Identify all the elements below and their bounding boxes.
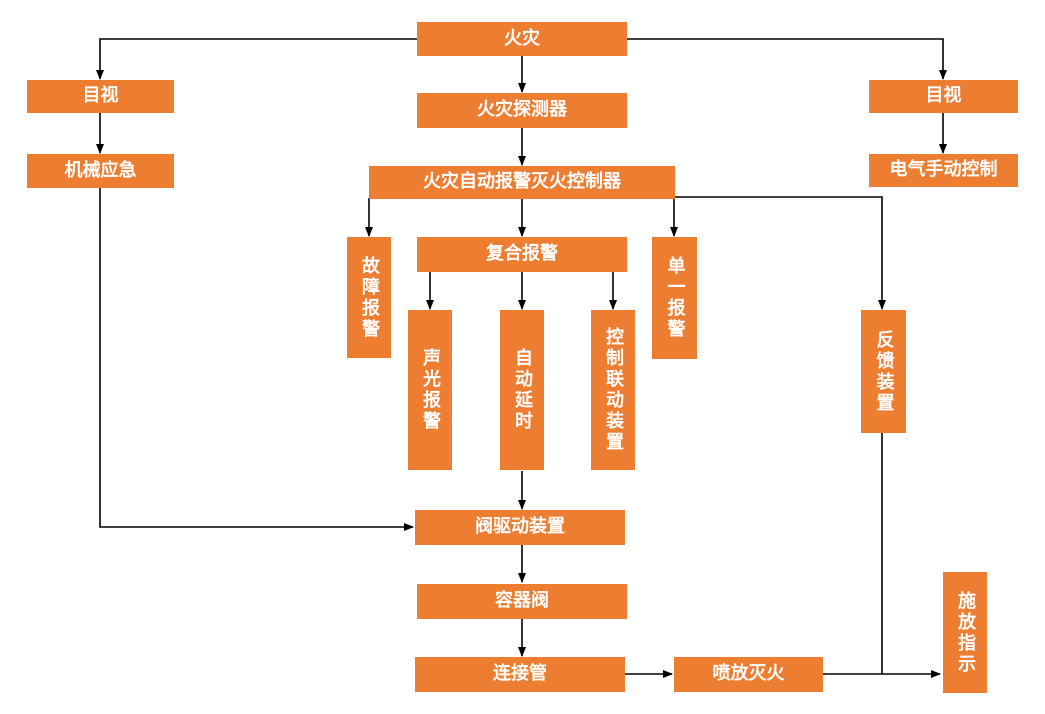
single-alarm-box: 单一报警 (652, 237, 697, 359)
fire-detector-label: 火灾探测器 (477, 99, 567, 121)
connecting-pipe-label: 连接管 (493, 663, 547, 685)
arrow-controller-to-feedback (675, 196, 886, 310)
electric-manual-control-label: 电气手动控制 (889, 159, 998, 181)
single-alarm-label: 单一报警 (664, 256, 686, 340)
mechanical-emergency-box: 机械应急 (27, 154, 174, 188)
fire-box: 火灾 (417, 22, 627, 56)
feedback-device-box: 反馈装置 (861, 310, 906, 433)
container-valve-box: 容器阀 (417, 584, 627, 619)
control-linkage-label: 控制联动装置 (603, 327, 624, 453)
visual-left-box: 目视 (27, 80, 174, 113)
fire-alarm-controller-box: 火灾自动报警灭火控制器 (369, 166, 675, 199)
auto-delay-label: 自动延时 (512, 348, 533, 432)
composite-alarm-box: 复合报警 (417, 237, 627, 272)
arrow-fire-to-visual-right (627, 38, 947, 80)
spray-extinguish-box: 喷放灭火 (674, 657, 823, 692)
feedback-device-label: 反馈装置 (873, 329, 895, 414)
electric-manual-control-box: 电气手动控制 (869, 154, 1018, 187)
container-valve-label: 容器阀 (495, 590, 549, 612)
release-indicator-label: 施放指示 (955, 590, 976, 675)
mechanical-emergency-label: 机械应急 (64, 159, 137, 181)
visual-right-label: 目视 (925, 85, 962, 107)
release-indicator-box: 施放指示 (943, 572, 987, 693)
connecting-pipe-box: 连接管 (415, 657, 625, 692)
fire-alarm-controller-label: 火灾自动报警灭火控制器 (423, 171, 621, 193)
visual-right-box: 目视 (869, 80, 1018, 113)
valve-driver-label: 阀驱动装置 (475, 516, 565, 538)
arrow-fire-to-visual-left (96, 38, 417, 80)
valve-driver-box: 阀驱动装置 (415, 510, 625, 545)
sound-light-alarm-label: 声光报警 (420, 348, 441, 432)
fire-label: 火灾 (504, 27, 540, 49)
arrow-mechanical-to-valve-driver (99, 188, 414, 531)
auto-delay-box: 自动延时 (500, 310, 544, 470)
fault-alarm-box: 故障报警 (347, 237, 391, 358)
fire-detector-box: 火灾探测器 (417, 93, 627, 128)
fault-alarm-label: 故障报警 (359, 255, 380, 340)
control-linkage-box: 控制联动装置 (591, 310, 635, 470)
sound-light-alarm-box: 声光报警 (408, 310, 452, 470)
spray-extinguish-label: 喷放灭火 (712, 663, 785, 685)
composite-alarm-label: 复合报警 (486, 243, 558, 265)
visual-left-label: 目视 (82, 85, 119, 107)
